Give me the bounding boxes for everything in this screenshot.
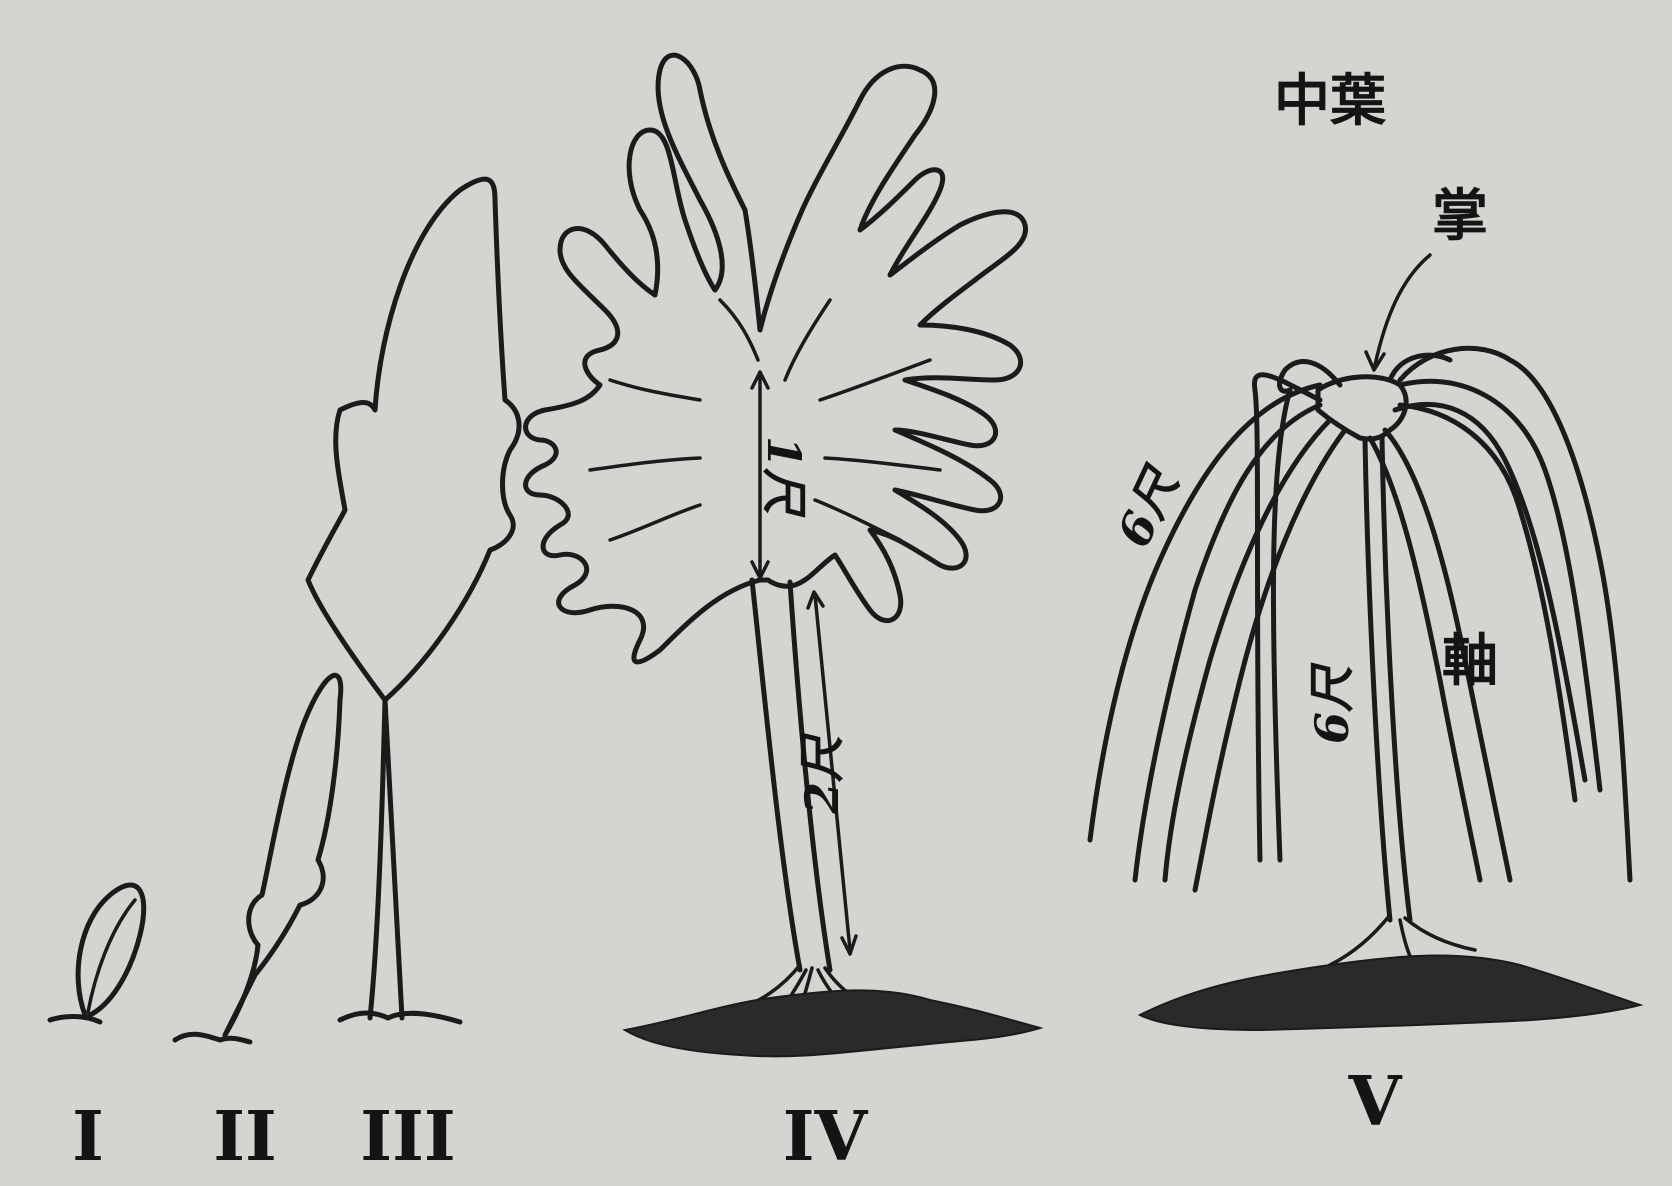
stage-4-mature-leaf	[526, 55, 1040, 1056]
axis-label: 軸	[1442, 629, 1498, 694]
stage-3-stalked-leaf	[308, 179, 519, 1022]
stalk-length-label: 2尺	[795, 732, 849, 815]
leaf-span-label: 1尺	[757, 436, 811, 518]
arm-length-label: 6尺	[1107, 458, 1191, 555]
stage-1-label: I	[72, 1097, 104, 1177]
stage-2-label: II	[213, 1097, 277, 1177]
center-leaf-label: 中葉	[1274, 69, 1387, 134]
stage-5-palm-form	[1090, 255, 1640, 1030]
palm-label: 掌	[1432, 184, 1488, 249]
stage-5-label: V	[1348, 1062, 1403, 1142]
stage-4-label: IV	[783, 1097, 869, 1177]
stage-2-young-leaf	[175, 675, 341, 1042]
stage-3-label: III	[360, 1097, 455, 1177]
stage-1-seedling	[50, 885, 144, 1022]
axis-length-label: 6尺	[1305, 662, 1359, 744]
